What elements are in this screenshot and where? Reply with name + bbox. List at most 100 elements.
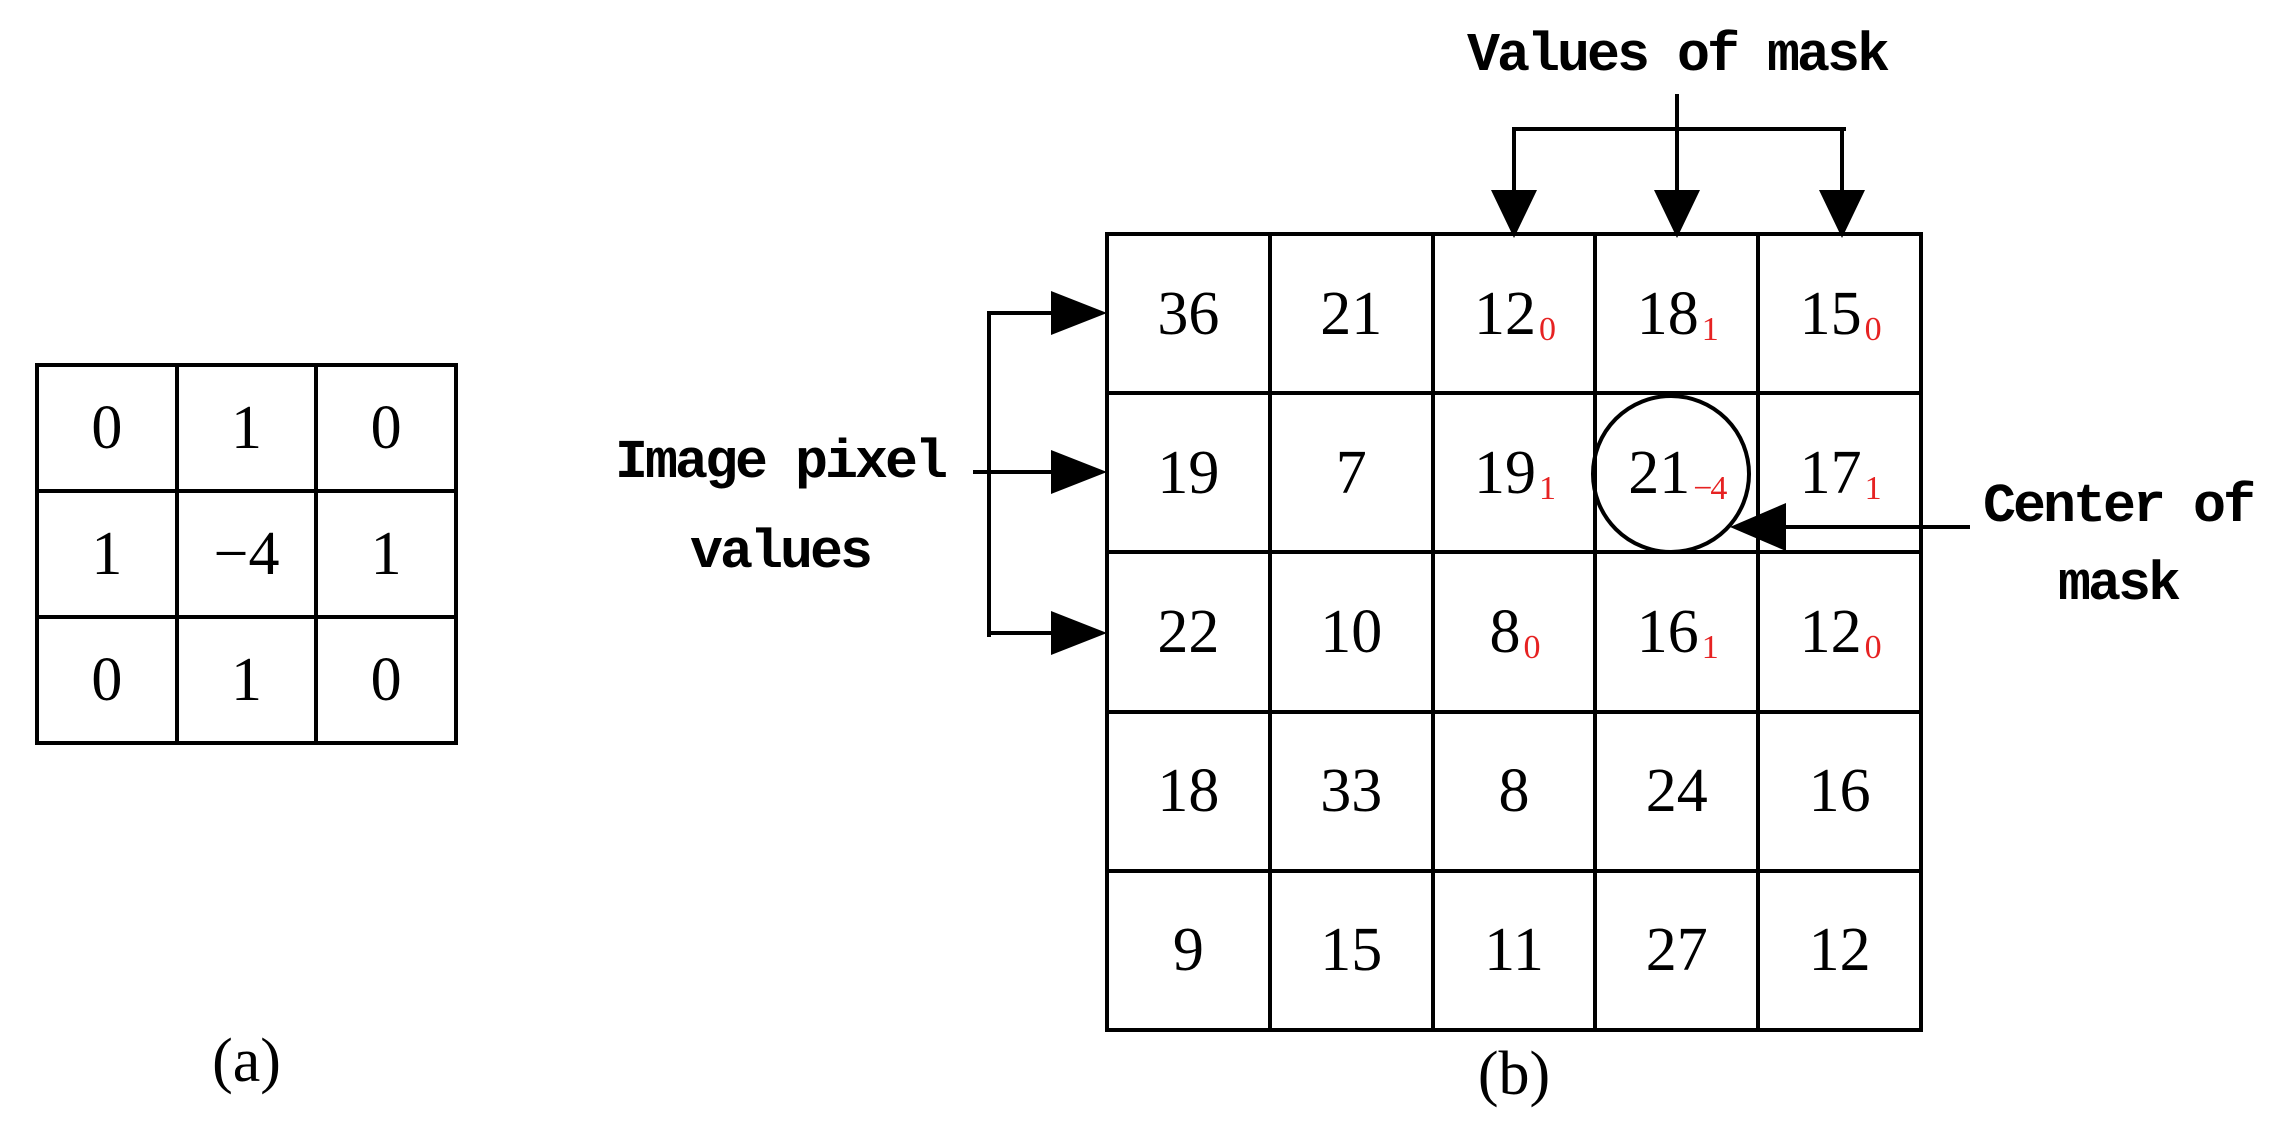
pixel-value: 19 — [1157, 438, 1220, 507]
pixel-value: 12 — [1808, 916, 1871, 985]
pixel-value: 27 — [1645, 916, 1708, 985]
grid-cell-r1c2: 21 — [1269, 234, 1433, 394]
pixel-value: 0 — [370, 646, 402, 714]
pixel-value: 8 — [1489, 597, 1521, 666]
pixel-value: 15 — [1320, 916, 1383, 985]
grid-cell-r4c3: 8 — [1432, 711, 1596, 871]
grid-cell-r4c5: 16 — [1758, 711, 1921, 871]
pixel-row-stem-line — [973, 470, 1059, 474]
values-of-mask-right-drop-line — [1840, 127, 1844, 198]
grid-cell-r2c2: −4 — [176, 491, 317, 617]
pixel-value: 1 — [91, 520, 123, 588]
pixel-value: 24 — [1645, 757, 1708, 826]
caption-b: (b) — [1477, 1040, 1551, 1108]
grid-cell-r1c3: 0 — [316, 365, 456, 491]
values-of-mask-bracket-line — [1513, 127, 1846, 131]
pixel-row-arrow-icon — [1051, 291, 1107, 335]
pixel-row-arrow-icon — [1051, 450, 1107, 494]
pixel-value: 1 — [230, 394, 262, 462]
pixel-value: 21 — [1320, 279, 1383, 348]
center-of-mask-line1: Center of — [1982, 475, 2256, 538]
grid-cell-r5c4: 27 — [1595, 870, 1759, 1030]
grid-cell-r2c3: 1 — [316, 491, 456, 617]
pixel-value: 1 — [370, 520, 402, 588]
pixel-value: 18 — [1636, 279, 1699, 348]
grid-cell-r5c2: 15 — [1269, 870, 1433, 1030]
mask-value-overlay: 0 — [1864, 628, 1882, 666]
values-of-mask-stem-line — [1675, 94, 1679, 198]
pixel-value: 16 — [1636, 597, 1699, 666]
pixel-row-arrow-icon — [1051, 611, 1107, 655]
pixel-value: 7 — [1335, 438, 1367, 507]
mask-grid-3x3: 0 1 0 1 −4 1 0 1 0 — [35, 363, 458, 745]
grid-cell-r3c3: 0 — [316, 617, 456, 743]
center-of-mask-line2: mask — [2057, 553, 2181, 616]
mask-column-arrow-icon — [1654, 190, 1700, 238]
grid-cell-r3c2: 10 — [1269, 552, 1433, 712]
mask-value-overlay: 1 — [1538, 469, 1556, 507]
center-of-mask-circle — [1591, 394, 1751, 554]
image-pixel-values-line1: Image pixel — [614, 431, 948, 494]
center-of-mask-arrow-icon — [1730, 503, 1786, 551]
grid-cell-r2c1: 1 — [37, 491, 177, 617]
caption-a: (a) — [212, 1027, 281, 1095]
center-of-mask-stem-line — [1780, 525, 1970, 529]
grid-cell-r2c1: 19 — [1107, 393, 1270, 553]
grid-cell-r3c1: 0 — [37, 617, 177, 743]
pixel-row-stem-line — [987, 311, 1059, 315]
pixel-value: 0 — [370, 394, 402, 462]
grid-cell-r3c1: 22 — [1107, 552, 1270, 712]
pixel-value: 19 — [1473, 438, 1536, 507]
pixel-value: 12 — [1473, 279, 1536, 348]
grid-cell-r4c1: 18 — [1107, 711, 1270, 871]
pixel-value: 22 — [1157, 597, 1220, 666]
mask-value-overlay: 1 — [1864, 469, 1882, 507]
pixel-value: 18 — [1157, 757, 1220, 826]
pixel-value: 0 — [91, 394, 123, 462]
grid-cell-r4c4: 24 — [1595, 711, 1759, 871]
pixel-value: 17 — [1799, 438, 1862, 507]
values-of-mask-left-drop-line — [1512, 127, 1516, 198]
pixel-value: 1 — [230, 646, 262, 714]
grid-cell-r5c5: 12 — [1758, 870, 1921, 1030]
mask-value-overlay: 0 — [1538, 310, 1556, 348]
mask-value-overlay: 1 — [1701, 628, 1719, 666]
mask-value-overlay: 1 — [1701, 310, 1719, 348]
pixel-value: 11 — [1484, 916, 1544, 985]
pixel-value: 8 — [1498, 757, 1530, 826]
pixel-value: 0 — [91, 646, 123, 714]
mask-value-overlay: 0 — [1864, 310, 1882, 348]
grid-cell-r5c3: 11 — [1432, 870, 1596, 1030]
pixel-row-stem-line — [987, 631, 1059, 635]
grid-cell-r5c1: 9 — [1107, 870, 1270, 1030]
pixel-value: −4 — [213, 520, 280, 588]
grid-cell-r1c1: 0 — [37, 365, 177, 491]
grid-cell-r1c2: 1 — [176, 365, 317, 491]
pixel-value: 36 — [1157, 279, 1220, 348]
pixel-value: 33 — [1320, 757, 1383, 826]
pixel-value: 9 — [1172, 916, 1204, 985]
mask-column-arrow-icon — [1819, 190, 1865, 238]
image-pixel-values-label: Image pixel values — [580, 418, 980, 598]
image-pixel-values-bracket-line — [987, 311, 991, 637]
pixel-value: 10 — [1320, 597, 1383, 666]
mask-column-arrow-icon — [1491, 190, 1537, 238]
grid-cell-r4c2: 33 — [1269, 711, 1433, 871]
values-of-mask-label: Values of mask — [1466, 24, 1890, 87]
pixel-value: 16 — [1808, 757, 1871, 826]
grid-cell-r3c2: 1 — [176, 617, 317, 743]
image-pixel-values-line2: values — [689, 521, 873, 584]
grid-cell-r1c1: 36 — [1107, 234, 1270, 394]
pixel-value: 12 — [1799, 597, 1862, 666]
mask-value-overlay: 0 — [1523, 628, 1540, 666]
